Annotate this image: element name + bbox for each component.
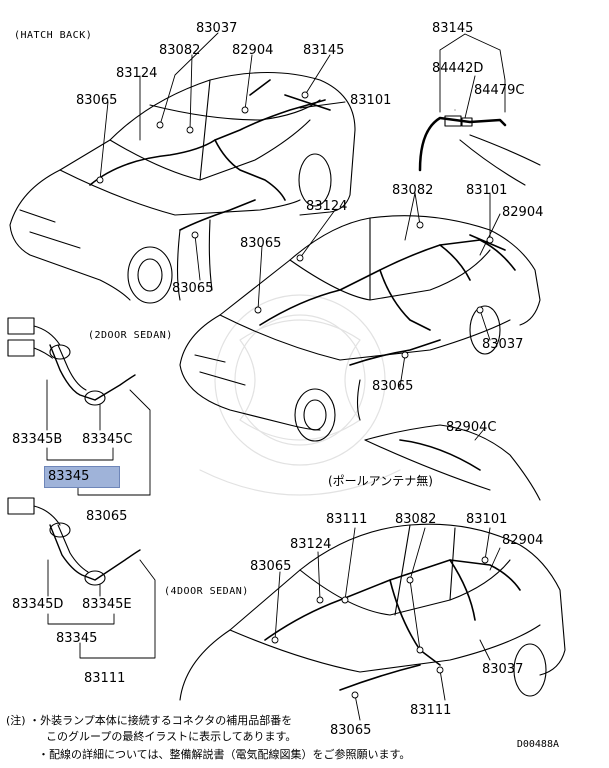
part-label-83345: 83345 (56, 631, 98, 646)
caption-hatchback: (HATCH BACK) (14, 30, 93, 41)
part-label-83082-4door: 83082 (395, 512, 437, 527)
watermark-seal (199, 294, 401, 496)
part-label-82904-4door: 82904 (502, 533, 544, 548)
antenna-assembly (418, 115, 541, 186)
drawing-code: D00488A (516, 739, 559, 750)
part-label-82904-2door: 82904 (502, 205, 544, 220)
part-label-83124-2door: 83124 (306, 199, 348, 214)
part-label-83037-2door: 83037 (482, 337, 524, 352)
part-label-82904C: 82904C (446, 420, 497, 435)
part-label-83145-antenna: 83145 (432, 21, 474, 36)
part-label-83345C: 83345C (82, 432, 133, 447)
part-label-83037: 83037 (196, 21, 238, 36)
part-label-83101-2door: 83101 (466, 183, 508, 198)
part-label-83065-left: 83065 (86, 509, 128, 524)
part-label-84442D: 84442D (432, 61, 484, 76)
part-label-83111-left: 83111 (84, 671, 126, 686)
part-label-83082: 83082 (159, 43, 201, 58)
hatchback-harness (89, 79, 331, 231)
highlight-box (44, 466, 120, 488)
leader-lines (46, 32, 506, 721)
two-door-harness (259, 234, 516, 366)
part-label-83065-4door: 83065 (250, 559, 292, 574)
part-label-83101-4door: 83101 (466, 512, 508, 527)
part-label-83145: 83145 (303, 43, 345, 58)
part-label-83111: 83111 (326, 512, 368, 527)
caption-four-door-sedan: (4DOOR SEDAN) (164, 586, 249, 597)
part-label-83345D: 83345D (12, 597, 64, 612)
part-label-83124: 83124 (116, 66, 158, 81)
part-label-83065-2door: 83065 (240, 236, 282, 251)
part-label-83065: 83065 (76, 93, 118, 108)
note-line-3: ・配線の詳細については、整備解説書（電気配線図集）をご参照願います。 (38, 748, 411, 761)
note-line-2: このグループの最終イラストに表示してあります。 (46, 730, 297, 743)
caption-no-pole-antenna: (ポールアンテナ無) (328, 474, 433, 488)
left-connector-detail-4door (7, 497, 141, 586)
part-label-83124-4door: 83124 (290, 537, 332, 552)
part-label-83345E: 83345E (82, 597, 132, 612)
part-label-83111-4door-lower: 83111 (410, 703, 452, 718)
part-label-83101: 83101 (350, 93, 392, 108)
note-line-1: (注) ・外装ランプ本体に接続するコネクタの補用品部番を (6, 714, 293, 727)
two-door-sedan-car (179, 215, 541, 442)
part-label-82904: 82904 (232, 43, 274, 58)
four-door-sedan-car (179, 424, 566, 701)
left-connector-detail-2door (7, 317, 138, 406)
part-label-84479C: 84479C (474, 83, 525, 98)
connector-markers (96, 91, 494, 699)
caption-two-door-sedan: (2DOOR SEDAN) (88, 330, 173, 341)
part-label-83037-4door: 83037 (482, 662, 524, 677)
part-label-83345B: 83345B (12, 432, 63, 447)
part-label-83065-2door-lower: 83065 (372, 379, 414, 394)
part-label-83345-highlighted: 83345 (48, 469, 90, 484)
part-label-83082-2door: 83082 (392, 183, 434, 198)
part-label-83065-4door-lower: 83065 (330, 723, 372, 738)
hatchback-car (9, 72, 356, 304)
part-label-83065-lower: 83065 (172, 281, 214, 296)
